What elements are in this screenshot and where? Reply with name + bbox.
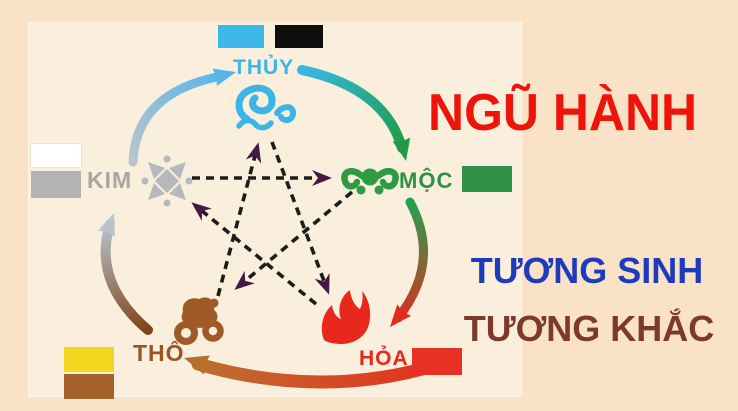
diagram-panel [28, 22, 522, 397]
khac-arrow-moc-tho [234, 190, 354, 290]
khac-arrow-hoa-kim [191, 202, 318, 306]
page-title: NGŨ HÀNH [428, 84, 698, 142]
earth-rocks-icon [174, 297, 224, 345]
kim-label: KIM [87, 167, 133, 193]
moc-label: MỘC [399, 168, 454, 193]
swatch-kim-white [31, 144, 81, 167]
hoa-label: HỎA [359, 347, 409, 370]
sinh-arc-tho-kim [98, 213, 153, 335]
swatch-hoa-red [412, 348, 462, 375]
khac-arrow-tho-thuy [216, 142, 262, 297]
subtitle-tuong-khac: TƯƠNG KHẮC [463, 308, 715, 349]
sinh-arc-moc-hoa [390, 197, 428, 327]
swatch-thuy-black [275, 25, 323, 48]
flame-icon [321, 290, 371, 344]
swatch-tho-brown [64, 374, 114, 399]
sinh-arc-thuy-moc [297, 65, 411, 161]
swatch-moc-green [462, 166, 512, 192]
wood-ruyi-icon [341, 168, 399, 195]
tho-label: THỔ [133, 340, 185, 366]
swatch-tho-yellow [64, 347, 114, 372]
subtitle-tuong-sinh: TƯƠNG SINH [470, 250, 704, 291]
water-swirl-icon [235, 84, 297, 131]
sinh-arc-kim-thuy [128, 68, 236, 167]
swatch-kim-gray [31, 171, 81, 198]
metal-sparkle-icon [141, 155, 193, 207]
khac-arrow-thuy-hoa [270, 141, 330, 295]
thuy-label: THỦY [233, 56, 295, 79]
swatch-thuy-cyan [218, 25, 264, 48]
